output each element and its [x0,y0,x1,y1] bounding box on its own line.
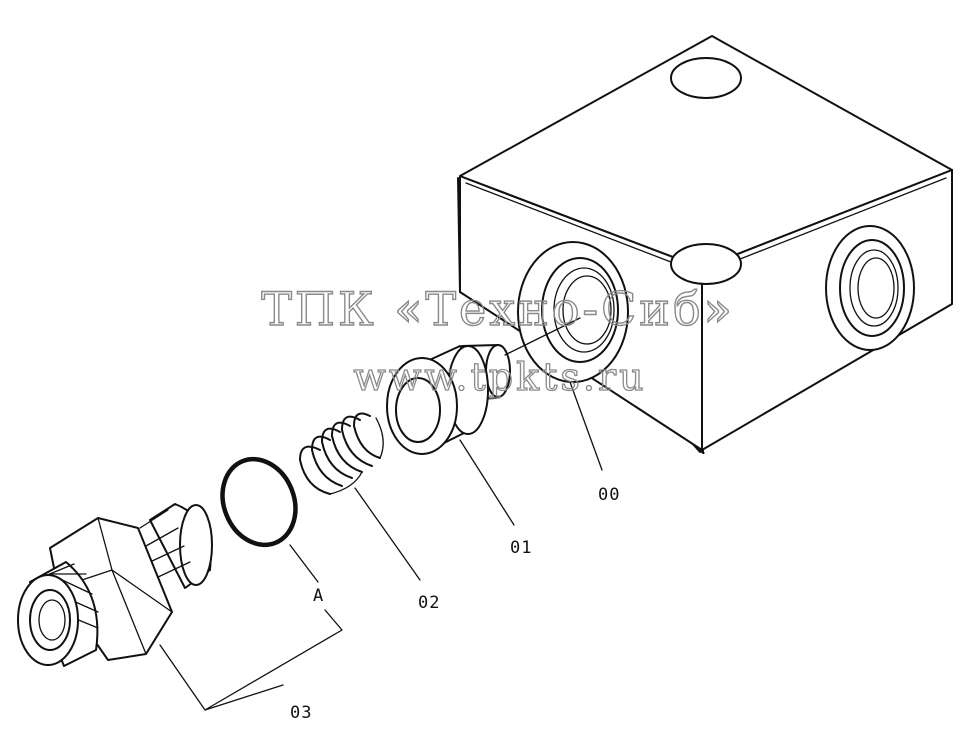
callout-03: 03 [290,703,312,723]
callout-a: A [313,586,324,606]
watermark-website: www.tpkts.ru [353,355,646,399]
leader-02 [354,487,421,581]
leader-01 [459,439,515,526]
callout-02: 02 [418,593,440,613]
leader-a [289,544,319,583]
valve-body [457,35,953,455]
watermark-company: ТПК «Техно-Сиб» [261,282,735,336]
watermark: ТПК «Техно-Сиб» www.tpkts.ru [260,281,735,399]
callout-00: 00 [598,485,620,505]
poppet [386,344,511,455]
leader-03 [159,609,343,711]
leader-lines [159,317,603,711]
o-ring [220,456,298,548]
leader-00 [569,381,603,471]
callout-labels: 00 01 02 A 03 [290,485,620,723]
callout-01: 01 [510,538,532,558]
spring [299,412,384,495]
connector-fitting [17,503,213,667]
alignment-line [504,317,581,356]
